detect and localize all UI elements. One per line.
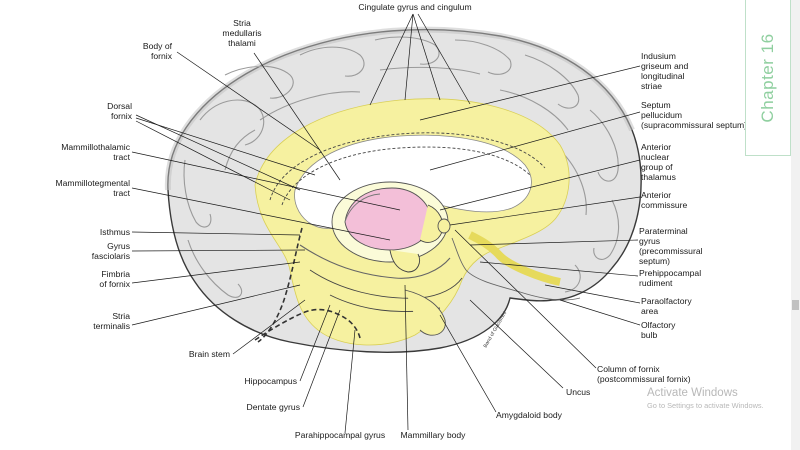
label-prehippocampal-rudiment: Prehippocampal rudiment [639,268,702,288]
inner-structures [269,132,581,336]
label-indusium-griseum: Indusium griseum and longitudinal striae [641,51,689,91]
label-paraolfactory-area: Paraolfactory area [641,296,692,316]
vertical-scrollbar[interactable] [791,0,800,450]
label-amygdaloid-body: Amygdaloid body [496,410,562,420]
label-stria-medullaris-thalami: Stria medullaris thalami [222,18,262,48]
label-paraterminal-gyrus: Paraterminal gyrus (precommissural septu… [639,226,703,266]
label-hippocampus: Hippocampus [244,376,297,386]
label-dorsal-fornix: Dorsal fornix [107,101,132,121]
chapter-label: Chapter 16 [758,32,777,123]
label-isthmus: Isthmus [99,227,130,237]
activate-windows-watermark: Activate Windows Go to Settings to activ… [647,387,764,410]
chapter-tab: Chapter 16 [745,0,791,156]
watermark-title: Activate Windows [647,387,738,399]
label-mammillotegmental-tract: Mammillotegmental tract [55,178,130,198]
label-gyrus-fasciolaris: Gyrus fasciolaris [91,241,130,261]
label-body-of-fornix: Body of fornix [142,41,172,61]
label-brain-stem: Brain stem [188,349,230,359]
label-column-of-fornix: Column of fornix (postcommissural fornix… [597,364,691,384]
label-stria-terminalis: Stria terminalis [93,311,130,331]
label-uncus: Uncus [566,387,591,397]
watermark-subtitle: Go to Settings to activate Windows. [647,401,764,410]
leader-lines [131,13,641,434]
label-cingulate-gyrus: Cingulate gyrus and cingulum [358,2,472,12]
label-mammillothalamic-tract: Mammillothalamic tract [61,142,130,162]
label-olfactory-bulb: Olfactory bulb [641,320,676,340]
label-mammillary-body: Mammillary body [400,430,466,440]
label-anterior-commissure: Anterior commissure [641,190,688,210]
label-septum-pellucidum: Septum pellucidum (supracommissural sept… [641,100,748,130]
label-anterior-nuclear-group: Anterior nuclear group of thalamus [641,142,676,182]
label-parahippocampal-gyrus: Parahippocampal gyrus [294,430,386,440]
scrollbar-thumb[interactable] [792,300,799,310]
label-dentate-gyrus: Dentate gyrus [246,402,300,412]
label-fimbria-of-fornix: Fimbria of fornix [99,269,130,289]
